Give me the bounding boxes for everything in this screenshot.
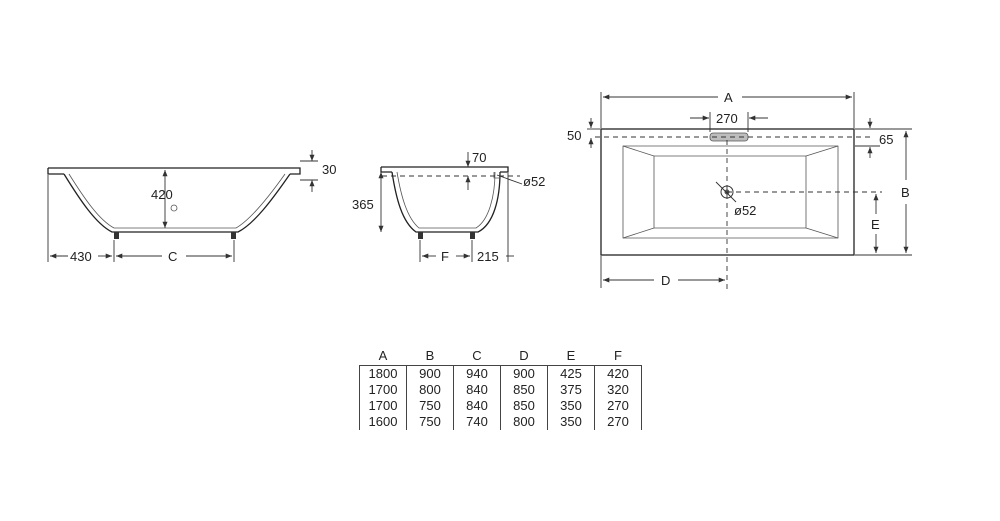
table-row: 1600 750 740 800 350 270 [359,414,642,430]
table-cell: 900 [406,365,454,382]
end-drain-label: ø52 [523,174,545,189]
side-rim-label: 30 [322,162,336,177]
table-cell: 940 [453,365,501,382]
end-top-label: 70 [472,150,486,165]
table-cell: 850 [500,382,548,398]
table-cell: 425 [547,365,595,382]
top-drain-pos-label: E [871,217,880,232]
side-view [47,150,318,262]
side-left-label: 430 [70,249,92,264]
end-right-label: 215 [477,249,499,264]
table-header: E [566,347,576,363]
top-edge-label: 50 [567,128,581,143]
top-view [587,92,912,292]
table-cell: 750 [406,414,454,430]
top-drain-label: ø52 [734,203,756,218]
end-f-label: F [441,249,449,264]
table-cell: 740 [453,414,501,430]
table-header: F [614,347,622,363]
table-header-row: A B C D E F [360,345,642,366]
table-cell: 270 [594,414,642,430]
table-cell: 750 [406,398,454,414]
table-cell: 375 [547,382,595,398]
table-cell: 850 [500,398,548,414]
table-cell: 270 [594,398,642,414]
table-row: 1700 800 840 850 375 320 [359,382,642,398]
top-overflow-label: 270 [716,111,738,126]
table-cell: 800 [406,382,454,398]
table-cell: 350 [547,398,595,414]
side-height-label: 420 [151,187,173,202]
top-depth-label: B [901,185,910,200]
side-span-label: C [168,249,177,264]
table-header: C [472,347,482,363]
table-header: A [378,347,388,363]
table-header: D [519,347,529,363]
table-cell: 1700 [359,398,407,414]
dimension-table: A B C D E F 1800 900 940 900 425 420 170… [359,345,642,430]
table-cell: 1800 [359,365,407,382]
table-cell: 840 [453,398,501,414]
end-depth-label: 365 [352,197,374,212]
table-cell: 840 [453,382,501,398]
end-view [378,152,523,262]
table-cell: 1700 [359,382,407,398]
table-cell: 320 [594,382,642,398]
table-cell: 350 [547,414,595,430]
table-cell: 1600 [359,414,407,430]
table-cell: 420 [594,365,642,382]
table-row: 1700 750 840 850 350 270 [359,398,642,414]
table-row: 1800 900 940 900 425 420 [359,365,642,382]
top-drain-x-label: D [661,273,670,288]
top-rim-label: 65 [879,132,893,147]
table-header: B [425,347,435,363]
top-width-label: A [724,90,733,105]
table-cell: 800 [500,414,548,430]
table-cell: 900 [500,365,548,382]
